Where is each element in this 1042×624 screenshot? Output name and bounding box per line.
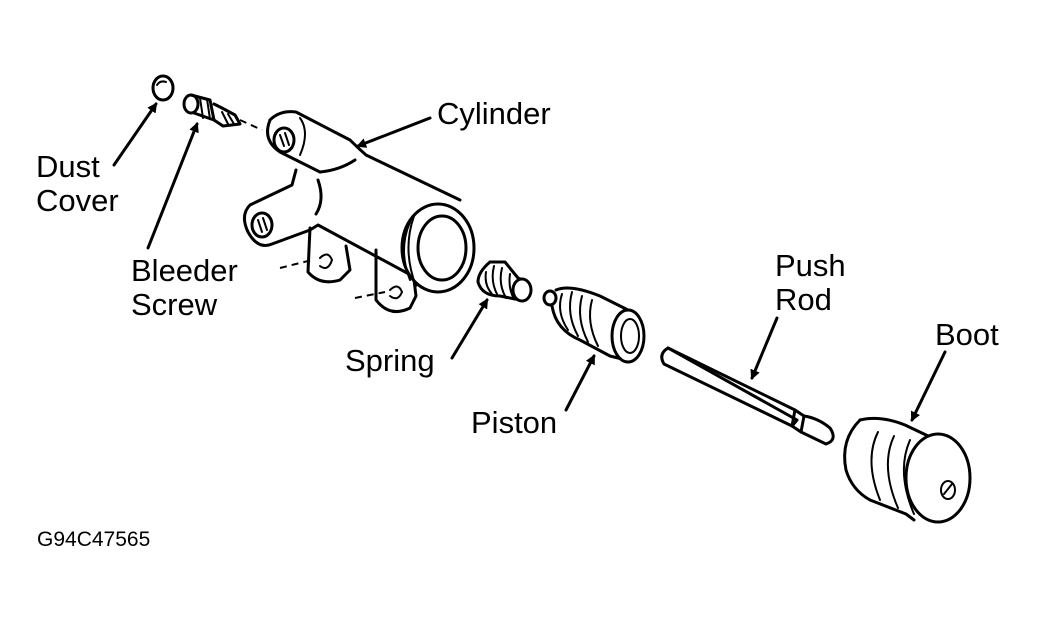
push-rod-label-line1: Push — [775, 248, 846, 283]
spring-leader — [450, 298, 489, 360]
push-rod-leader — [750, 316, 779, 380]
push-rod-part — [660, 346, 835, 446]
bleeder-screw-label: Bleeder Screw — [131, 254, 238, 322]
bleeder-screw-part — [182, 93, 263, 131]
dust-cover-leader — [112, 102, 158, 167]
dust-cover-label-line2: Cover — [36, 183, 119, 218]
dust-cover-label-line1: Dust — [36, 149, 100, 184]
piston-leader — [564, 354, 596, 412]
boot-leader — [910, 350, 947, 422]
cylinder-leader — [356, 116, 432, 148]
boot-part — [843, 416, 972, 524]
push-rod-label: Push Rod — [775, 249, 846, 317]
dust-cover-part — [151, 74, 175, 102]
piston-label: Piston — [471, 405, 558, 440]
bleeder-screw-label-line1: Bleeder — [131, 253, 238, 288]
push-rod-label-line2: Rod — [775, 282, 832, 317]
piston-part — [542, 286, 646, 364]
cylinder-part — [243, 110, 476, 314]
figure-code: G94C47565 — [37, 528, 151, 551]
boot-label: Boot — [935, 317, 999, 352]
bleeder-screw-leader — [146, 122, 199, 250]
spring-part — [476, 260, 533, 303]
spring-label: Spring — [345, 343, 435, 378]
dust-cover-label: Dust Cover — [36, 150, 119, 218]
cylinder-label: Cylinder — [437, 96, 551, 131]
bleeder-screw-label-line2: Screw — [131, 287, 218, 322]
